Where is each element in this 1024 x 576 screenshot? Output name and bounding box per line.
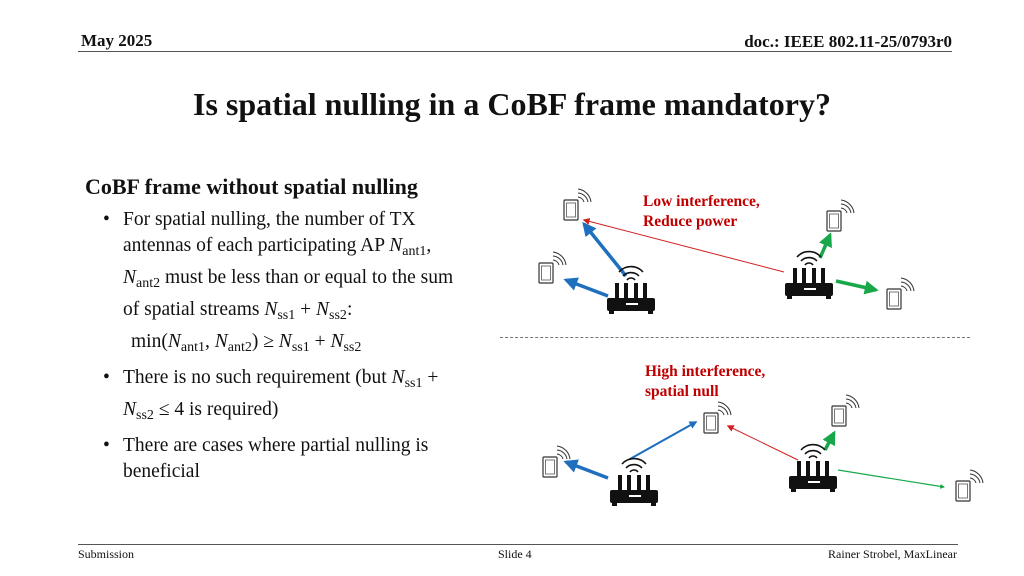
math-n: N bbox=[123, 267, 137, 288]
header-doc-id: doc.: IEEE 802.11-25/0793r0 bbox=[744, 32, 952, 51]
section-subtitle: CoBF frame without spatial nulling bbox=[85, 174, 418, 199]
math-n: N bbox=[389, 235, 403, 256]
interference-arrow bbox=[726, 425, 799, 461]
math-sub: ss2 bbox=[343, 340, 362, 355]
router-icon bbox=[788, 443, 838, 493]
math-sub: ss1 bbox=[291, 340, 310, 355]
beam-arrow-green bbox=[822, 430, 836, 451]
router-icon bbox=[784, 250, 834, 300]
header-date: May 2025 bbox=[81, 31, 153, 50]
math-sub: ss2 bbox=[329, 308, 347, 323]
math-sub: ss2 bbox=[136, 408, 154, 423]
top-note-line-2: Reduce power bbox=[643, 213, 738, 230]
phone-icon bbox=[955, 469, 984, 502]
bullet-2-line-1: There is no such requirement (but bbox=[123, 367, 392, 388]
bullet-dot: • bbox=[103, 209, 110, 230]
bullet-1-line-4: of spatial streams bbox=[123, 299, 265, 320]
beam-arrow-blue bbox=[563, 277, 609, 298]
math-comma: , bbox=[426, 235, 432, 256]
beam-arrow-blue bbox=[582, 221, 628, 278]
bullet-3-text: There are cases where partial nulling is… bbox=[123, 435, 429, 482]
bottom-note-line-2: spatial null bbox=[645, 383, 719, 400]
formula-comma: , bbox=[204, 331, 215, 352]
formula-plus: + bbox=[309, 331, 331, 352]
bullet-1-line-2: antennas of each participating AP bbox=[123, 235, 390, 256]
bullet-item-1: • For spatial nulling, the number of TX … bbox=[103, 207, 498, 361]
router-icon bbox=[609, 457, 659, 507]
scenario-divider bbox=[500, 337, 970, 338]
phone-icon bbox=[538, 251, 567, 284]
bullet-dot: • bbox=[103, 435, 110, 456]
formula-min: min( bbox=[131, 331, 168, 352]
phone-icon bbox=[703, 401, 732, 434]
interference-arrow bbox=[582, 218, 785, 273]
math-sub: ant2 bbox=[136, 276, 161, 291]
phone-icon bbox=[886, 277, 915, 310]
phone-icon bbox=[831, 394, 860, 427]
beam-arrow-blue bbox=[629, 421, 698, 460]
math-n: N bbox=[278, 331, 292, 352]
header-divider bbox=[78, 51, 952, 52]
bullet-dot: • bbox=[103, 367, 110, 388]
math-colon: : bbox=[346, 299, 353, 320]
router-icon bbox=[606, 265, 656, 315]
bullet-list: • For spatial nulling, the number of TX … bbox=[103, 207, 498, 489]
top-note: Low interference, Reduce power bbox=[643, 192, 760, 232]
math-n: N bbox=[214, 331, 228, 352]
footer-divider bbox=[78, 544, 958, 545]
beam-arrow-green bbox=[818, 232, 832, 259]
phone-icon bbox=[542, 445, 571, 478]
phone-icon bbox=[563, 188, 592, 221]
phone-icon bbox=[826, 199, 855, 232]
math-plus: + bbox=[295, 299, 317, 320]
bottom-note-line-1: High interference, bbox=[645, 363, 766, 380]
beam-arrow-green bbox=[835, 279, 879, 295]
formula-geq: ) ≥ bbox=[251, 331, 279, 352]
math-sub: ant1 bbox=[402, 244, 427, 259]
formula-line: min(Nant1, Nant2) ≥ Nss1 + Nss2 bbox=[123, 329, 498, 361]
top-note-line-1: Low interference, bbox=[643, 193, 760, 210]
bullet-2-line-2: ≤ 4 is required) bbox=[153, 399, 279, 420]
math-sub: ant2 bbox=[227, 340, 252, 355]
bottom-note: High interference, spatial null bbox=[645, 362, 765, 402]
bullet-1-line-1: For spatial nulling, the number of TX bbox=[123, 209, 416, 230]
math-sub: ant1 bbox=[180, 340, 205, 355]
footer-slide-number: Slide 4 bbox=[498, 547, 532, 561]
bullet-item-2: • There is no such requirement (but Nss1… bbox=[103, 365, 498, 429]
bullet-1-line-3: must be less than or equal to the sum bbox=[160, 267, 454, 288]
beam-arrow-green bbox=[837, 469, 945, 489]
beam-arrow-blue bbox=[563, 459, 609, 480]
math-sub: ss1 bbox=[404, 376, 423, 391]
math-n: N bbox=[123, 399, 137, 420]
math-plus: + bbox=[422, 367, 439, 388]
math-n: N bbox=[391, 367, 405, 388]
footer-author: Rainer Strobel, MaxLinear bbox=[828, 547, 957, 561]
slide-title: Is spatial nulling in a CoBF frame manda… bbox=[193, 86, 831, 122]
math-n: N bbox=[316, 299, 330, 320]
math-n: N bbox=[330, 331, 344, 352]
footer-left: Submission bbox=[78, 547, 135, 561]
bullet-item-3: • There are cases where partial nulling … bbox=[103, 433, 498, 485]
math-n: N bbox=[264, 299, 278, 320]
math-n: N bbox=[167, 331, 181, 352]
math-sub: ss1 bbox=[277, 308, 296, 323]
